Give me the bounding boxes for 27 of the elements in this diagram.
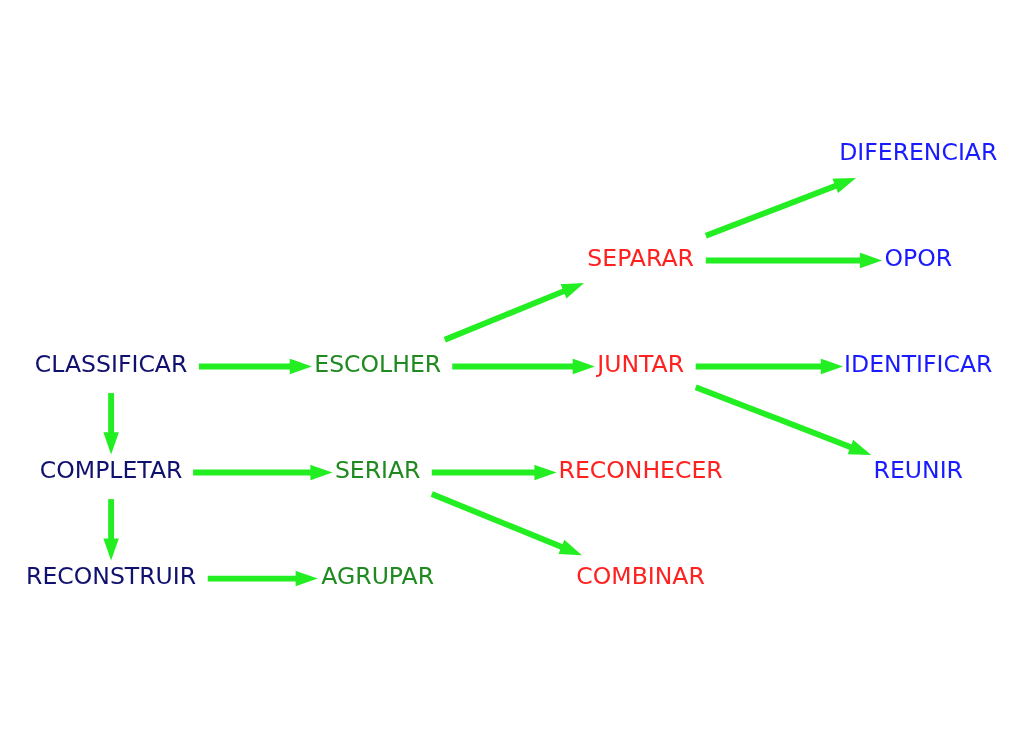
arrow: [694, 384, 872, 455]
arrow: [193, 464, 333, 481]
node-text: RECONHECER: [558, 456, 723, 485]
arrow: [431, 464, 557, 481]
arrow: [452, 358, 595, 375]
node-text: SEPARAR: [587, 244, 694, 273]
arrow: [704, 177, 856, 239]
arrow: [103, 393, 119, 455]
arrow: [198, 358, 312, 375]
node-text: OPOR: [884, 244, 953, 273]
node-text: IDENTIFICAR: [844, 350, 993, 379]
node-text: CLASSIFICAR: [34, 350, 188, 379]
node-text: ESCOLHER: [314, 350, 442, 379]
node-text: COMBINAR: [576, 562, 705, 591]
node-text: SERIAR: [334, 456, 421, 485]
node-text: JUNTAR: [597, 350, 685, 379]
node-text: RECONSTRUIR: [26, 562, 197, 591]
arrow: [443, 282, 585, 343]
node-text: COMPLETAR: [39, 456, 183, 485]
arrow: [705, 252, 883, 269]
node-text: DIFERENCIAR: [839, 138, 998, 166]
arrow: [695, 358, 843, 375]
arrow: [430, 491, 582, 556]
node-text: REUNIR: [873, 456, 963, 485]
arrow: [103, 499, 119, 561]
arrow: [207, 570, 318, 587]
node-text: AGRUPAR: [321, 562, 435, 591]
